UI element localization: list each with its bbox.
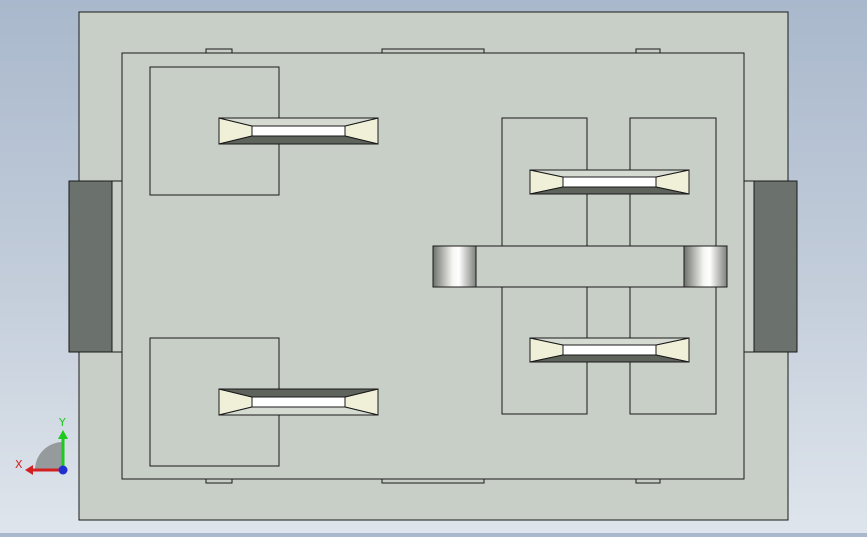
clip-bracket-top-left[interactable] — [218, 117, 379, 145]
crossbar-end-cap-left[interactable] — [432, 245, 477, 288]
top-tab-center — [381, 48, 485, 54]
clip-bracket-bottom-left[interactable] — [218, 388, 379, 416]
z-axis-icon — [58, 465, 68, 475]
right-side-block[interactable] — [753, 180, 798, 353]
triad-y-label: Y — [58, 416, 66, 429]
right-side-step — [743, 180, 755, 353]
bottom-tab-left — [205, 478, 233, 484]
crossbar-end-cap-right[interactable] — [683, 245, 728, 288]
left-side-block[interactable] — [68, 180, 113, 353]
part-model[interactable] — [68, 11, 798, 521]
bottom-tab-center — [381, 478, 485, 484]
clip-bracket-top-right[interactable] — [529, 169, 690, 195]
triad-x-label: X — [15, 458, 23, 471]
top-tab-left — [205, 48, 233, 54]
left-side-step — [111, 180, 123, 353]
clip-bracket-bottom-right[interactable] — [529, 337, 690, 363]
crossbar[interactable] — [432, 245, 728, 288]
reference-triad: Y X — [15, 416, 68, 475]
bottom-tab-right — [635, 478, 661, 484]
top-tab-right — [635, 48, 661, 54]
triad-plane-icon — [35, 442, 63, 470]
